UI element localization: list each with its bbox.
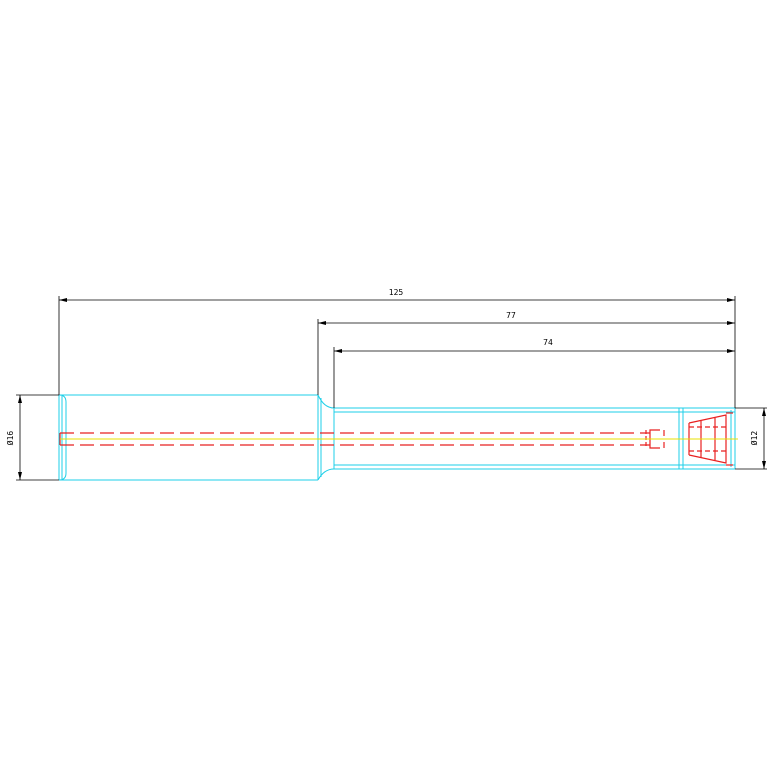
arrow-d16-top [18, 395, 22, 403]
dim-text-125: 125 [389, 288, 404, 297]
dim-text-d12: Ø12 [749, 431, 759, 446]
arrow-74-right [727, 349, 735, 353]
dim-text-77: 77 [506, 311, 516, 320]
dim-text-74: 74 [543, 338, 553, 347]
arrow-74-left [334, 349, 342, 353]
dim-text-d16: Ø16 [5, 431, 15, 446]
arrow-d12-bottom [762, 461, 766, 469]
arrow-125-left [59, 298, 67, 302]
arrow-d16-bottom [18, 472, 22, 480]
part-outline [58, 394, 736, 481]
arrow-77-left [318, 321, 326, 325]
arrow-d12-top [762, 408, 766, 416]
dimensions [16, 296, 767, 481]
arrow-77-right [727, 321, 735, 325]
arrow-125-right [727, 298, 735, 302]
left-flange [58, 394, 67, 481]
shoulder-fillet [317, 394, 335, 481]
